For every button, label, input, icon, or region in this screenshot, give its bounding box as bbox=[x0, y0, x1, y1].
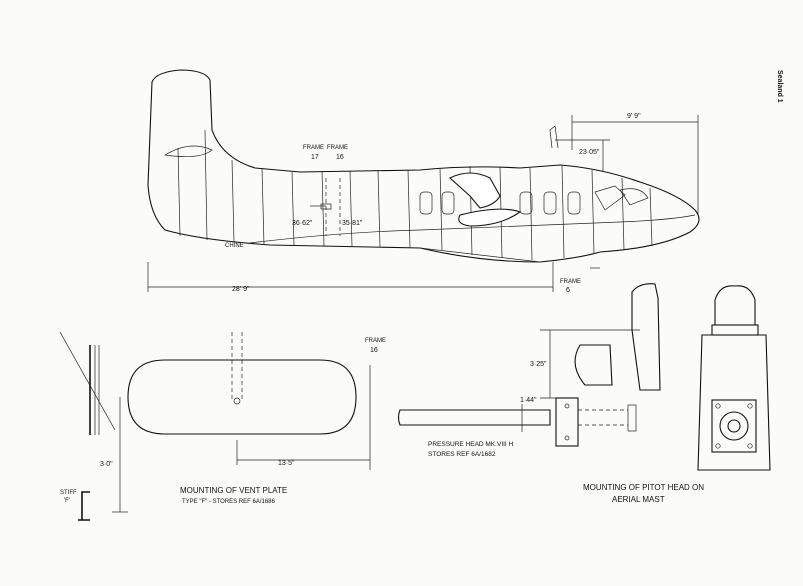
stiffener-f bbox=[78, 491, 90, 521]
pitot-head-detail bbox=[397, 283, 771, 471]
mount-flange bbox=[555, 397, 579, 447]
aircraft-side-view bbox=[147, 69, 700, 292]
frame-17-label: FRAME bbox=[303, 145, 324, 151]
frame-17-num: 17 bbox=[311, 154, 319, 161]
dim-1-44: 1·44" bbox=[520, 397, 537, 404]
pitot-title-line1: MOUNTING OF PITOT HEAD ON bbox=[583, 483, 704, 492]
mast-front-body bbox=[697, 334, 771, 471]
tailplane bbox=[163, 145, 213, 157]
dim-36-62: 36·62" bbox=[292, 220, 313, 227]
dim-23-05: 23·05" bbox=[579, 149, 600, 156]
dim-35-81: 35·81" bbox=[342, 220, 363, 227]
fuselage-top bbox=[299, 164, 696, 211]
nose bbox=[599, 209, 700, 253]
aerial-mast bbox=[549, 125, 559, 149]
wing-nacelle bbox=[449, 172, 501, 209]
frame-6-num: 6 bbox=[566, 287, 570, 294]
stiff-label: STIFF bbox=[60, 490, 77, 496]
dim-9-9: 9' 9" bbox=[627, 113, 641, 120]
pressure-head-label: PRESSURE HEAD MK.VIII H bbox=[428, 441, 514, 448]
vent-frame-num: 16 bbox=[370, 347, 378, 354]
dim-28-9: 28' 9" bbox=[232, 286, 250, 293]
pitot-title-line2: AERIAL MAST bbox=[612, 495, 665, 504]
pitot-bullet bbox=[574, 344, 613, 386]
dim-3-25: 3·25" bbox=[530, 361, 547, 368]
mast-profile bbox=[631, 283, 661, 391]
vent-plate-detail bbox=[59, 331, 371, 521]
chine-label: CHINE bbox=[225, 243, 244, 249]
chine-line bbox=[249, 214, 696, 244]
pressure-head-tube bbox=[397, 409, 551, 426]
side-tab: Sealand 1 bbox=[776, 70, 783, 103]
cabin-windows bbox=[419, 185, 649, 215]
frame-16-label: FRAME bbox=[327, 145, 348, 151]
frame-16-num: 16 bbox=[336, 154, 344, 161]
vent-plate-title: MOUNTING OF VENT PLATE bbox=[180, 486, 287, 495]
frame-6-label: FRAME bbox=[560, 279, 581, 285]
vent-plate-subtitle: TYPE "F" - STORES REF 6A/1686 bbox=[182, 499, 276, 505]
pressure-head-stores: STORES REF 6A/1682 bbox=[428, 451, 496, 458]
tail-fin bbox=[147, 69, 301, 186]
stiff-f: 'F' bbox=[64, 498, 70, 504]
dim-3-0: 3·0" bbox=[100, 461, 113, 468]
vent-plate-outline bbox=[127, 359, 357, 435]
dim-13-5: 13·5" bbox=[278, 460, 295, 467]
mast-base-plate bbox=[711, 399, 757, 453]
vent-frame-label: FRAME bbox=[365, 338, 386, 344]
mast-front-top bbox=[714, 285, 756, 326]
